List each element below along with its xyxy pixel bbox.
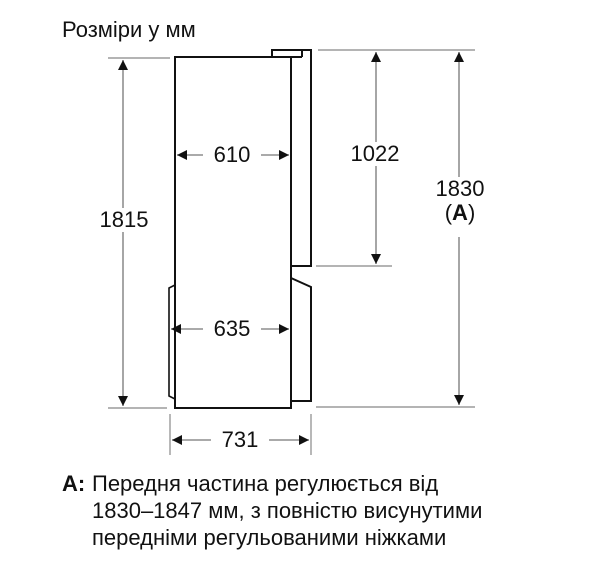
footnote-line: 1830–1847 мм, з повністю висунутими xyxy=(92,498,483,523)
width-body-label: 610 xyxy=(203,143,261,167)
upper-door xyxy=(271,49,312,267)
appliance-outline xyxy=(168,49,312,409)
footnote: A: Передня частина регулюється від 1830–… xyxy=(62,470,592,551)
lower-front-panel xyxy=(168,284,176,400)
height-total-value: 1830 xyxy=(435,176,485,201)
width-lower-label: 635 xyxy=(203,317,261,341)
paren-open: ( xyxy=(444,200,453,225)
paren-close: ) xyxy=(467,200,476,225)
fridge-body xyxy=(174,56,292,409)
height-total-label: 1830 (A) xyxy=(428,177,492,237)
height-upper-door-label: 1022 xyxy=(343,142,407,166)
note-ref-a: A xyxy=(452,200,468,225)
extension-lines xyxy=(108,49,475,455)
height-body-label: 1815 xyxy=(95,208,153,232)
height-total-note-ref: (A) xyxy=(428,201,492,225)
lower-door xyxy=(290,277,312,402)
depth-total-label: 731 xyxy=(211,428,269,452)
diagram-title: Розміри у мм xyxy=(62,17,196,42)
footnote-line: Передня частина регулюється від xyxy=(92,471,439,496)
footnote-line: передніми регульованими ніжками xyxy=(92,525,447,550)
footnote-key: A: xyxy=(62,471,86,496)
